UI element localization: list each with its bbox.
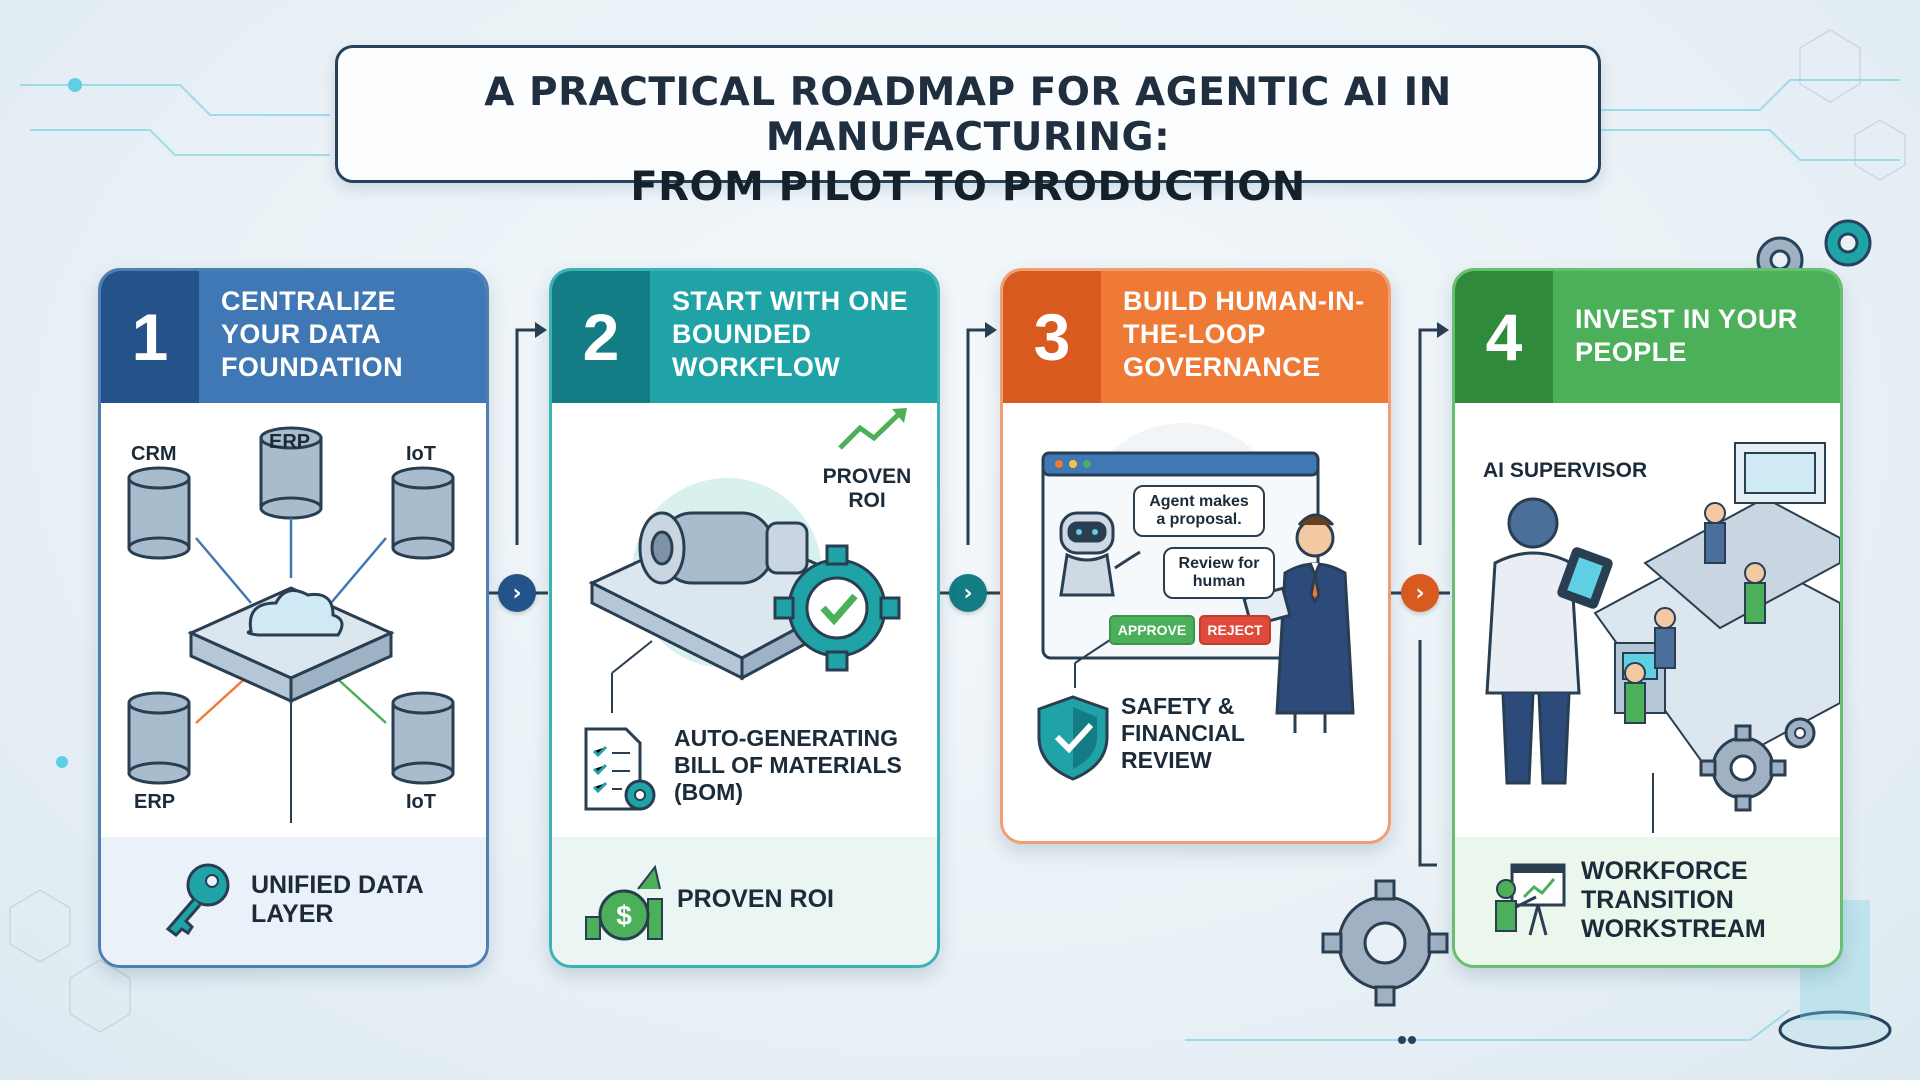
step-connector-1-2: › (498, 574, 536, 612)
workflow-illustration (588, 408, 907, 713)
trend-up-icon (838, 411, 902, 450)
step-card-1: 1 Centralize your data foundation (98, 268, 489, 968)
step-number: 3 (1003, 271, 1101, 403)
label-erp-bottom: ERP (134, 791, 176, 813)
robot-icon (1059, 511, 1141, 597)
data-hub-illustration (127, 426, 455, 823)
step-body-1: CRM ERP IoT ERP IoT Unified data layer (101, 403, 486, 965)
step-number: 4 (1455, 271, 1553, 403)
step-title: Invest in your people (1575, 304, 1798, 367)
step-body-3: Agent makes a proposal. Review for human… (1003, 403, 1388, 841)
cloud-hub (187, 586, 395, 704)
step-footer-4: Workforce transition workstream (1455, 837, 1840, 965)
svg-text:$: $ (616, 900, 632, 931)
label-safety-review: SAFETY & FINANCIAL REVIEW (1121, 693, 1245, 773)
label-iot-bottom: IoT (406, 791, 436, 813)
review-bubble: Review for human (1163, 547, 1275, 599)
cloud-icon (246, 589, 344, 637)
step-body-4: AI SUPERVISOR Workforce transition works… (1455, 403, 1840, 965)
label-bom: AUTO-GENERATING BILL OF MATERIALS (BOM) (674, 725, 902, 805)
step-header-2: 2 Start with one bounded workflow (552, 271, 937, 403)
approve-button[interactable]: APPROVE (1109, 615, 1195, 645)
large-gear-icon (1321, 879, 1449, 1007)
supervisor-figure (1485, 497, 1613, 785)
factory-floor-icon (1485, 442, 1840, 833)
presentation-icon (1495, 863, 1566, 936)
label-crm: CRM (131, 443, 177, 465)
step-footer-text: Unified data layer (251, 871, 423, 928)
label-proven-roi: PROVEN ROI (822, 465, 912, 512)
person-icon (1242, 513, 1355, 733)
step-connector-2-3: › (949, 574, 987, 612)
key-icon (165, 863, 230, 937)
money-growth-icon: $ (585, 864, 663, 941)
step-title: Start with one bounded workflow (672, 286, 909, 382)
gear-icon (1699, 724, 1787, 812)
step-title: Centralize your data foundation (221, 286, 403, 382)
step-card-2: 2 Start with one bounded workflow (549, 268, 940, 968)
title-banner: A PRACTICAL ROADMAP FOR AGENTIC AI IN MA… (335, 45, 1601, 210)
database-icon (127, 426, 455, 785)
step-header-3: 3 Build human-in-the-loop governance (1003, 271, 1388, 403)
step-card-4: 4 Invest in your people (1452, 268, 1843, 968)
step-footer-1: Unified data layer (101, 837, 486, 965)
step-footer-2: $ Proven ROI (552, 837, 937, 965)
step-footer-text: Workforce transition workstream (1581, 857, 1766, 943)
shield-check-icon (1037, 695, 1109, 781)
label-ai-supervisor: AI SUPERVISOR (1483, 459, 1648, 482)
title-line-2: FROM PILOT TO PRODUCTION (630, 164, 1306, 210)
step-number: 2 (552, 271, 650, 403)
label-erp-top: ERP (269, 431, 311, 453)
small-gear-icon (1824, 219, 1872, 267)
step-card-3: 3 Build human-in-the-loop governance (1000, 268, 1391, 844)
label-iot-top: IoT (406, 443, 436, 465)
hologram-pedestal (1778, 1010, 1892, 1050)
step-body-2: PROVEN ROI AUTO-GENERATING BILL OF MATER… (552, 403, 937, 965)
step-header-4: 4 Invest in your people (1455, 271, 1840, 403)
gear-check-icon (773, 544, 901, 672)
checklist-icon (584, 727, 656, 811)
title-line-1: A PRACTICAL ROADMAP FOR AGENTIC AI IN MA… (484, 70, 1452, 160)
step-title: Build human-in-the-loop governance (1123, 286, 1365, 382)
step-connector-3-4: › (1401, 574, 1439, 612)
step-footer-text: Proven ROI (677, 885, 834, 913)
step-number: 1 (101, 271, 199, 403)
agent-bubble: Agent makes a proposal. (1133, 485, 1265, 537)
step-header-1: 1 Centralize your data foundation (101, 271, 486, 403)
reject-button[interactable]: REJECT (1199, 615, 1271, 645)
